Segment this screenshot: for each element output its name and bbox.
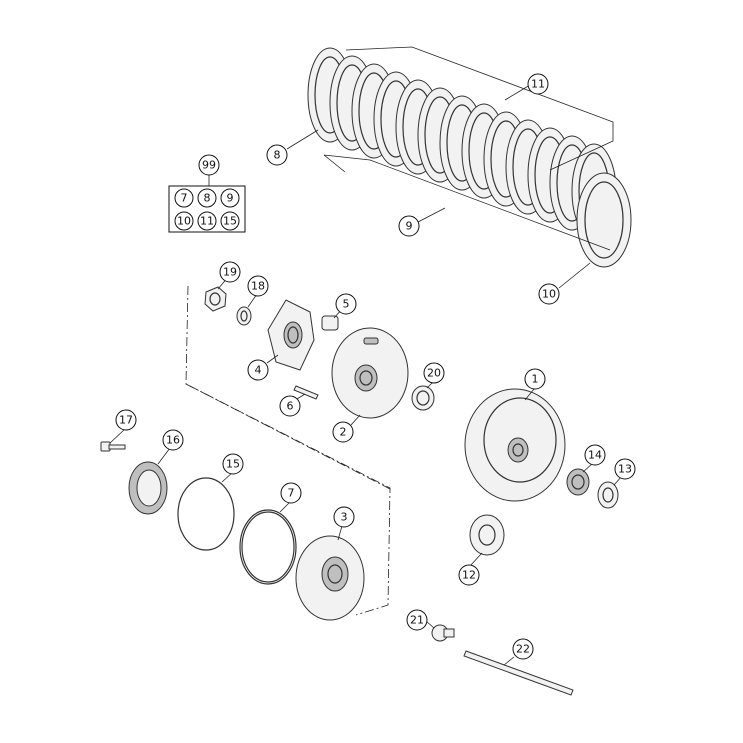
nut-drawing [204, 286, 227, 312]
svg-text:3: 3 [341, 511, 348, 524]
kit-99: 7 8 9 10 11 15 [168, 185, 246, 233]
svg-text:15: 15 [226, 458, 240, 471]
primary-gear-drawing [469, 514, 505, 556]
callout-11: 11 [527, 73, 549, 95]
svg-text:12: 12 [462, 569, 476, 582]
svg-text:22: 22 [516, 643, 530, 656]
svg-text:13: 13 [618, 463, 632, 476]
callout-22: 22 [512, 638, 534, 660]
callout-99: 99 [198, 154, 220, 176]
callout-4: 4 [247, 359, 269, 381]
kit-item-9: 9 [220, 188, 240, 208]
callout-18: 18 [247, 275, 269, 297]
callout-7: 7 [280, 482, 302, 504]
push-rod-drawing [463, 650, 574, 696]
callout-5: 5 [335, 293, 357, 315]
callout-16: 16 [162, 429, 184, 451]
friction-disc-drawing [177, 477, 235, 551]
clutch-plate-stack [307, 47, 632, 268]
callout-8: 8 [266, 144, 288, 166]
callout-15: 15 [222, 453, 244, 475]
thrust-washer-drawing [411, 385, 435, 411]
svg-text:7: 7 [288, 487, 295, 500]
svg-text:14: 14 [588, 449, 602, 462]
svg-text:7: 7 [181, 192, 188, 205]
svg-text:8: 8 [274, 149, 281, 162]
washer-drawing [236, 306, 252, 326]
svg-text:20: 20 [427, 367, 441, 380]
svg-text:4: 4 [255, 364, 262, 377]
svg-text:10: 10 [177, 215, 191, 228]
callout-19: 19 [219, 261, 241, 283]
kit-item-7: 7 [174, 188, 194, 208]
kit-item-8: 8 [197, 188, 217, 208]
svg-text:15: 15 [223, 215, 237, 228]
clutch-cover-drawing [295, 535, 365, 621]
plate-drawing [576, 172, 632, 268]
svg-text:18: 18 [251, 280, 265, 293]
callout-13: 13 [614, 458, 636, 480]
svg-text:5: 5 [343, 298, 350, 311]
callout-6: 6 [279, 395, 301, 417]
svg-text:11: 11 [531, 78, 545, 91]
bolt-drawing [100, 441, 126, 452]
svg-text:8: 8 [204, 192, 211, 205]
callout-17: 17 [115, 409, 137, 431]
kit-item-10: 10 [174, 211, 194, 231]
svg-text:2: 2 [340, 426, 347, 439]
callout-9: 9 [398, 215, 420, 237]
svg-text:10: 10 [542, 288, 556, 301]
callout-2: 2 [332, 421, 354, 443]
callout-12: 12 [458, 564, 480, 586]
spacer-drawing [431, 624, 455, 642]
kit-item-15: 15 [220, 211, 240, 231]
kit-item-11: 11 [197, 211, 217, 231]
svg-text:6: 6 [287, 400, 294, 413]
svg-text:99: 99 [202, 159, 216, 172]
bushing-drawing [597, 481, 619, 509]
callout-3: 3 [333, 506, 355, 528]
inner-hub-drawing [267, 299, 315, 371]
svg-text:17: 17 [119, 414, 133, 427]
svg-text:11: 11 [200, 215, 214, 228]
damper-drawing [321, 315, 339, 331]
o-ring-drawing [239, 509, 297, 585]
needle-bearing-drawing [566, 468, 590, 496]
svg-text:19: 19 [223, 266, 237, 279]
callout-20: 20 [423, 362, 445, 384]
callout-10: 10 [538, 283, 560, 305]
svg-text:9: 9 [227, 192, 234, 205]
svg-text:16: 16 [166, 434, 180, 447]
bearing-drawing [128, 461, 168, 515]
svg-text:21: 21 [410, 614, 424, 627]
callout-14: 14 [584, 444, 606, 466]
callout-1: 1 [524, 368, 546, 390]
svg-text:1: 1 [532, 373, 539, 386]
callout-21: 21 [406, 609, 428, 631]
pressure-plate-drawing [331, 327, 409, 419]
outer-basket-drawing [464, 388, 566, 502]
pin-drawing [293, 385, 319, 400]
svg-text:9: 9 [406, 220, 413, 233]
